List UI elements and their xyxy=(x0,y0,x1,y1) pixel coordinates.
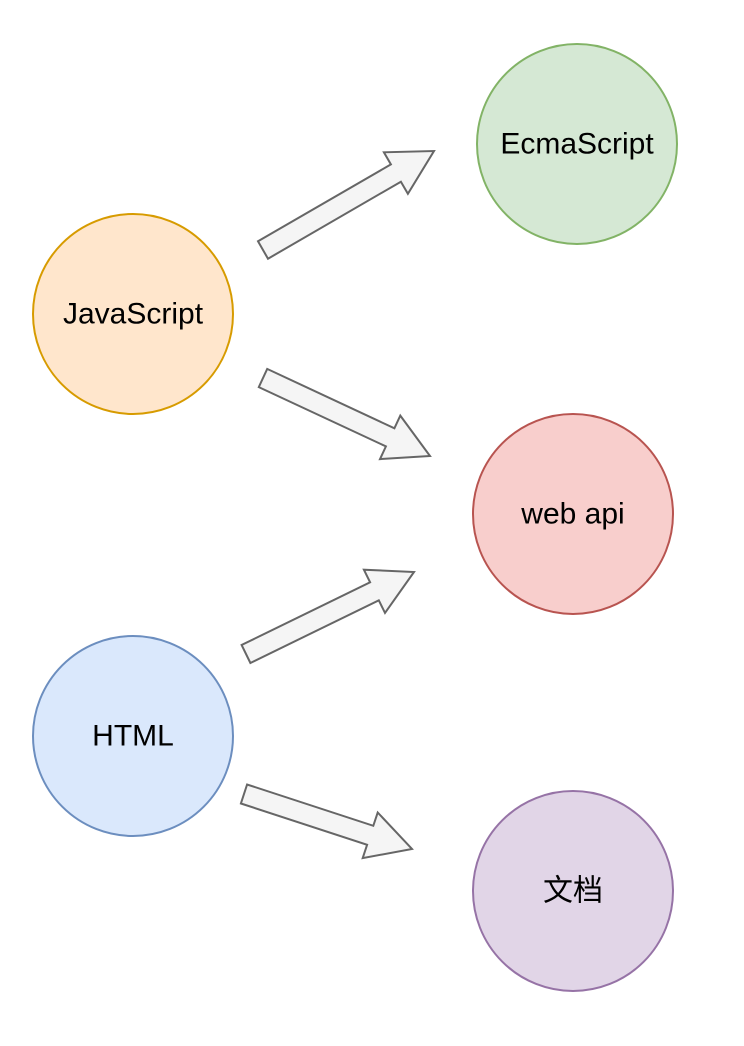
node-javascript-label: JavaScript xyxy=(63,298,204,331)
node-javascript[interactable]: JavaScript xyxy=(32,213,234,415)
arrow-html-to-webapi xyxy=(240,568,416,665)
arrow-javascript-to-ecmascript xyxy=(256,149,436,261)
arrows-layer xyxy=(239,149,436,860)
node-javascript-circle xyxy=(32,213,234,415)
node-webapi-label: web api xyxy=(520,498,624,531)
node-html-label: HTML xyxy=(92,720,174,753)
node-html-circle xyxy=(32,635,234,837)
node-ecmascript[interactable]: EcmaScript xyxy=(476,43,678,245)
node-document-circle xyxy=(472,790,674,992)
node-document[interactable]: 文档 xyxy=(472,790,674,992)
node-webapi[interactable]: web api xyxy=(472,413,674,615)
arrow-html-to-document xyxy=(239,783,414,860)
node-ecmascript-circle xyxy=(476,43,678,245)
arrow-javascript-to-webapi xyxy=(257,367,432,461)
node-webapi-circle xyxy=(472,413,674,615)
node-html[interactable]: HTML xyxy=(32,635,234,837)
node-ecmascript-label: EcmaScript xyxy=(500,128,654,161)
node-document-label: 文档 xyxy=(543,875,603,908)
